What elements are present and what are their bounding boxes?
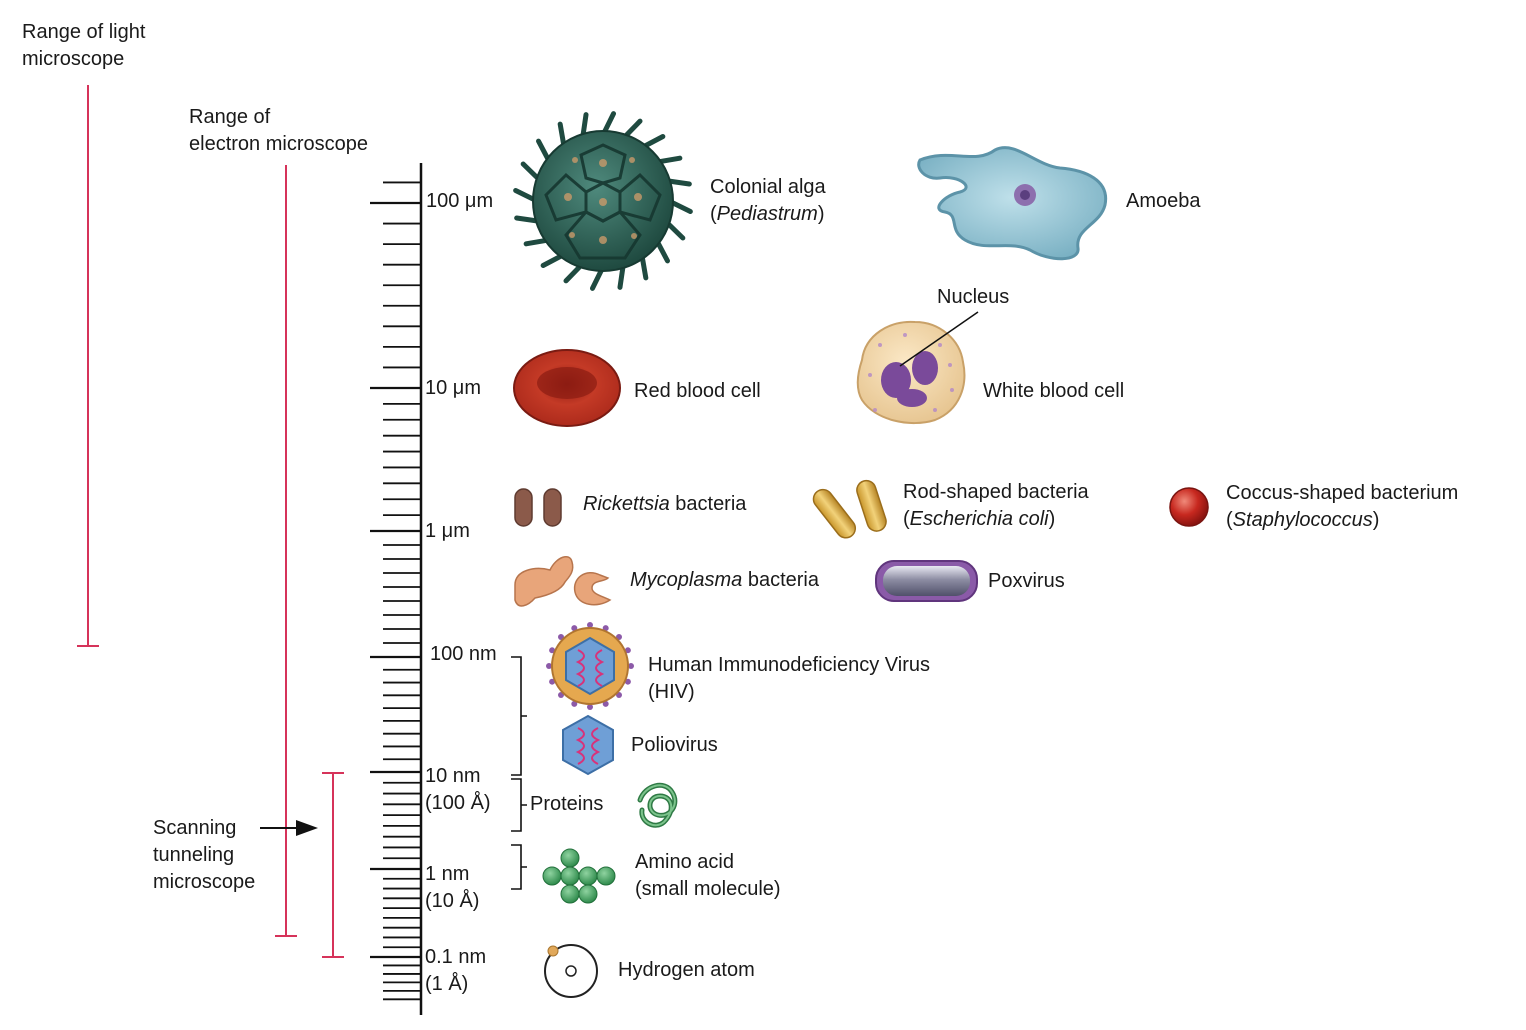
hiv-spike	[549, 647, 556, 654]
colonial-alga-genus: (Pediastrum)	[710, 203, 825, 225]
poxvirus-label: Poxvirus	[988, 570, 1065, 592]
red-blood-cell-illustration	[513, 349, 621, 427]
amoeba-label: Amoeba	[1126, 190, 1201, 212]
stm-range-line2: tunneling	[153, 844, 235, 866]
coccus-name: Coccus-shaped bacterium	[1226, 482, 1459, 504]
tick-label-text: 0.1 nm	[425, 946, 487, 968]
hiv-spike	[571, 625, 578, 632]
stm-range-line3: microscope	[153, 871, 256, 893]
stm-range-bar	[322, 772, 344, 958]
rickettsia-label: Rickettsia bacteria	[583, 491, 746, 518]
tick-label-1um: 1 μm	[425, 518, 470, 545]
rod-bacteria-species: (Escherichia coli)	[903, 508, 1056, 530]
size-axis	[370, 163, 423, 1015]
stm-range-line1: Scanning	[153, 817, 237, 839]
amino-acid-sub: (small molecule)	[635, 878, 781, 900]
hiv-spike	[546, 663, 552, 669]
hiv-label: Human Immunodeficiency Virus (HIV)	[648, 652, 930, 706]
electron-range-line2: electron microscope	[189, 133, 368, 155]
poxvirus-illustration	[875, 560, 978, 602]
red-blood-cell-label: Red blood cell	[634, 380, 761, 402]
hiv-spike	[624, 678, 631, 685]
hydrogen-atom-label: Hydrogen atom	[618, 959, 755, 981]
light-microscope-range-bar	[77, 85, 99, 647]
light-microscope-range-label: Range of light microscope	[22, 19, 145, 73]
coccus-bacterium-label: Coccus-shaped bacterium (Staphylococcus)	[1226, 480, 1458, 534]
virus-bracket	[511, 656, 527, 776]
electron-microscope-range-label: Range of electron microscope	[189, 104, 368, 158]
hiv-spike	[602, 700, 609, 707]
colonial-alga-name: Colonial alga	[710, 176, 826, 198]
hiv-name: Human Immunodeficiency Virus	[648, 654, 930, 676]
tick-label-10um: 10 μm	[425, 375, 481, 402]
hiv-spike	[549, 678, 556, 685]
nucleus-label: Nucleus	[937, 286, 1010, 308]
amino-acid-label: Amino acid (small molecule)	[635, 849, 781, 903]
tick-label-text: 10 nm	[425, 765, 481, 787]
hydrogen-atom-illustration	[544, 944, 598, 998]
amino-acid-name: Amino acid	[635, 851, 734, 873]
tick-label-10nm: 10 nm (100 Å)	[425, 763, 491, 817]
mycoplasma-genus: Mycoplasma	[630, 569, 743, 591]
rod-bacteria-name: Rod-shaped bacteria	[903, 481, 1089, 503]
tick-label-1nm: 1 nm (10 Å)	[425, 861, 479, 915]
hiv-spike	[587, 622, 593, 628]
scale-brackets	[511, 656, 527, 890]
proteins-bracket	[511, 778, 527, 832]
hiv-abbr: (HIV)	[648, 681, 695, 703]
electron-microscope-range-bar	[275, 165, 297, 937]
light-range-line2: microscope	[22, 48, 125, 70]
amoeba-illustration	[917, 146, 1108, 261]
electron-range-line1: Range of	[189, 106, 271, 128]
amino-acid-bracket	[511, 844, 527, 890]
microscope-range-bars	[77, 85, 344, 958]
hiv-spike	[624, 647, 631, 654]
proteins-bracket-label: Proteins	[530, 793, 604, 815]
colonial-alga-genus-italic: Pediastrum	[716, 203, 818, 225]
rod-shaped-bacteria-label: Rod-shaped bacteria (Escherichia coli)	[903, 479, 1089, 533]
protein-illustration	[637, 782, 678, 828]
rickettsia-illustration	[514, 488, 562, 527]
tick-label-100um: 100 μm	[426, 188, 493, 215]
hiv-spike	[571, 700, 578, 707]
tick-label-text: 100 μm	[426, 190, 494, 212]
poliovirus-illustration	[562, 714, 614, 776]
hiv-spike	[602, 625, 609, 632]
stm-range-label: Scanning tunneling microscope	[153, 815, 255, 896]
hiv-illustration	[546, 622, 634, 710]
rod-bacteria-species-italic: Escherichia coli	[909, 508, 1049, 530]
mycoplasma-label: Mycoplasma bacteria	[630, 567, 819, 594]
white-blood-cell-label: White blood cell	[983, 380, 1125, 402]
light-range-line1: Range of light	[22, 21, 146, 43]
stm-arrow	[260, 820, 318, 836]
coccus-genus: (Staphylococcus)	[1226, 509, 1380, 531]
hiv-spike	[587, 704, 593, 710]
tick-label-text: 1 μm	[425, 520, 470, 542]
mycoplasma-suffix: bacteria	[742, 569, 819, 591]
hiv-spike	[628, 663, 634, 669]
nucleus-pointer	[899, 311, 979, 367]
rickettsia-genus: Rickettsia	[583, 493, 670, 515]
coccus-bacterium-illustration	[1169, 487, 1209, 527]
colonial-alga-illustration	[513, 111, 693, 291]
tick-label-text: 100 nm	[430, 643, 497, 665]
tick-label-100nm: 100 nm	[430, 641, 497, 668]
rod-shaped-bacteria-illustration	[812, 479, 887, 539]
tick-label-subtext: (1 Å)	[425, 973, 469, 995]
tick-label-0-1nm: 0.1 nm (1 Å)	[425, 944, 486, 998]
coccus-genus-italic: Staphylococcus	[1232, 509, 1373, 531]
white-blood-cell-illustration	[856, 320, 966, 424]
tick-label-text: 10 μm	[425, 377, 481, 399]
colonial-alga-label: Colonial alga (Pediastrum)	[710, 174, 826, 228]
tick-label-subtext: (10 Å)	[425, 890, 480, 912]
rickettsia-suffix: bacteria	[669, 493, 747, 515]
mycoplasma-illustration	[514, 555, 612, 607]
poliovirus-label: Poliovirus	[631, 734, 718, 756]
amino-acid-illustration	[542, 848, 616, 904]
tick-label-subtext: (100 Å)	[425, 792, 491, 814]
tick-label-text: 1 nm	[425, 863, 470, 885]
